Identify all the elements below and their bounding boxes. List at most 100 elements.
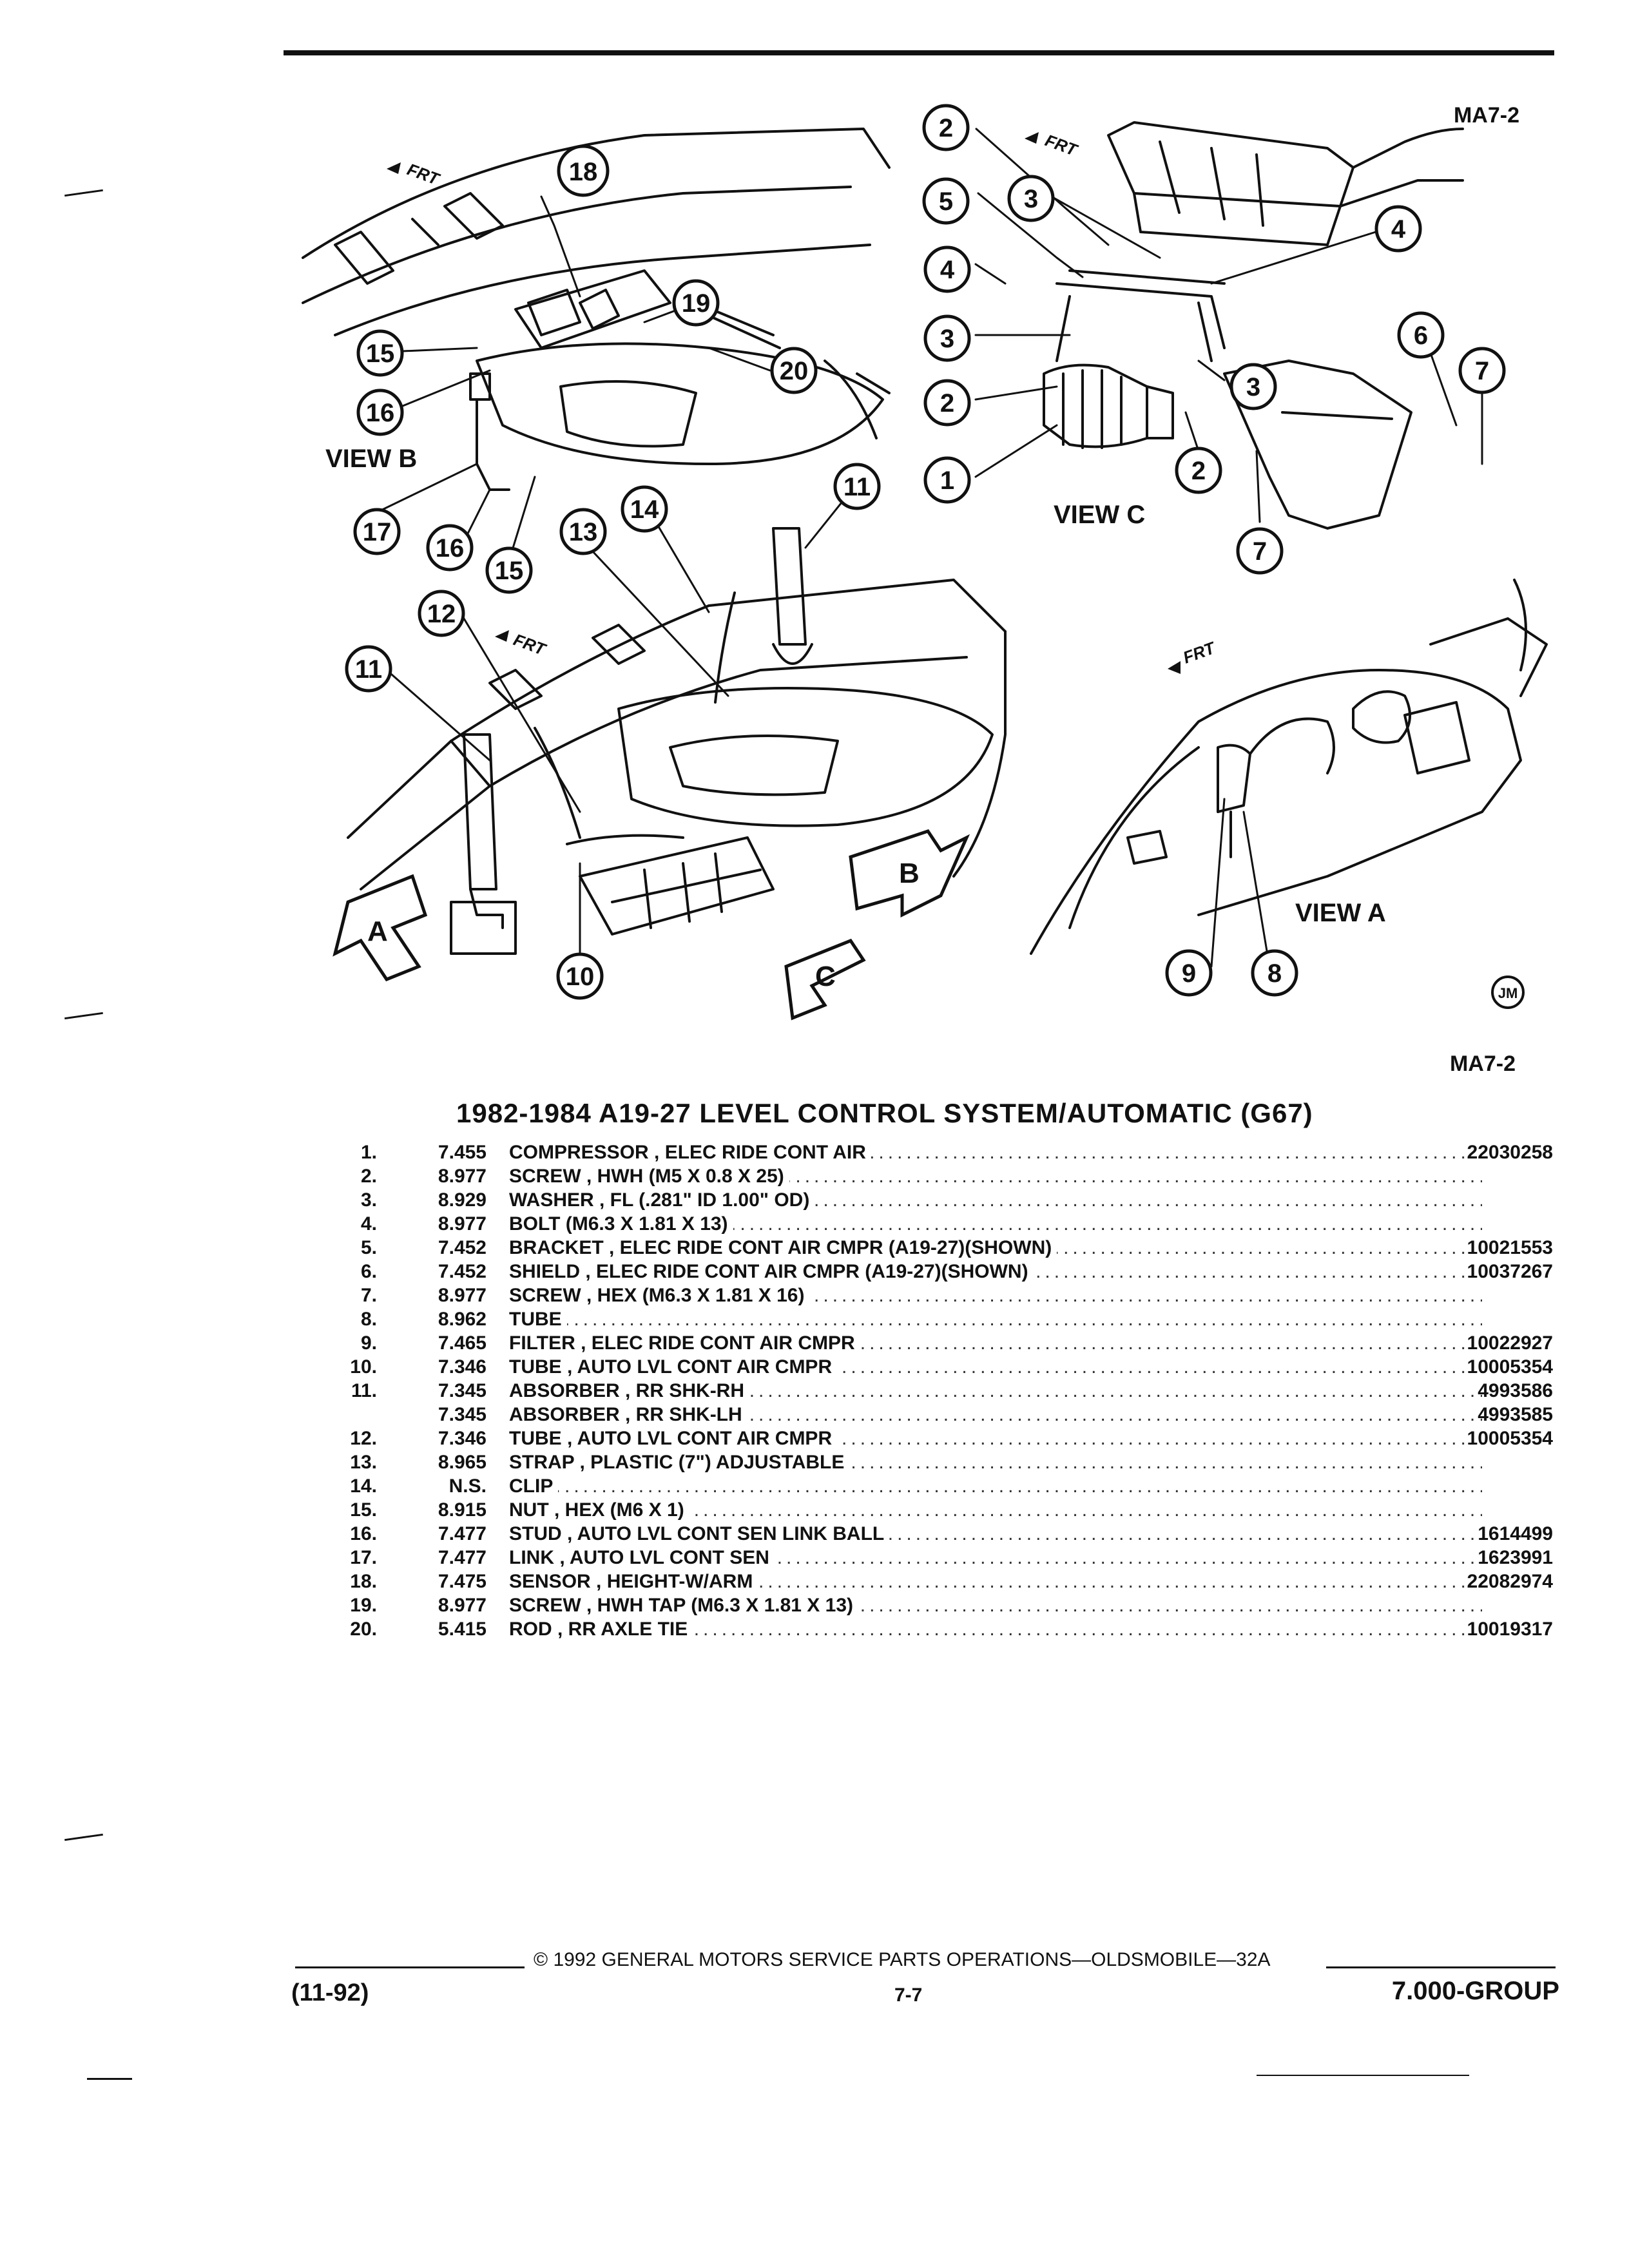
svg-text:8: 8: [1268, 959, 1282, 988]
svg-text:20: 20: [780, 357, 809, 385]
svg-text:2: 2: [939, 114, 953, 142]
callout-4-right: 4: [1374, 205, 1422, 253]
parts-row: 1.7.455.................................…: [335, 1140, 1559, 1164]
part-description: LINK , AUTO LVL CONT SEN: [509, 1547, 775, 1568]
svg-text:16: 16: [366, 399, 395, 427]
description-cell: ........................................…: [509, 1283, 1482, 1307]
frt-labels: FRT FRT FRT FRT: [405, 130, 1219, 667]
callout-6: 6: [1397, 311, 1445, 359]
frt-label-view-a: FRT: [1181, 638, 1219, 668]
view-letter-c: C: [815, 961, 836, 992]
part-description: STRAP , PLASTIC (7") ADJUSTABLE: [509, 1452, 850, 1473]
part-description: STUD , AUTO LVL CONT SEN LINK BALL: [509, 1523, 890, 1544]
description-cell: ........................................…: [509, 1236, 1482, 1260]
description-cell: ........................................…: [509, 1140, 1482, 1164]
svg-text:11: 11: [843, 473, 871, 501]
frt-label-view-c: FRT: [1043, 130, 1081, 160]
frt-label-view-b: FRT: [405, 159, 443, 189]
description-cell: ........................................…: [509, 1427, 1482, 1450]
item-number: 10.: [350, 1356, 377, 1378]
item-number: 14.: [350, 1475, 377, 1497]
part-description: SHIELD , ELEC RIDE CONT AIR CMPR (A19-27…: [509, 1261, 1034, 1282]
svg-text:5: 5: [939, 187, 953, 216]
footer-rule-right: [1326, 1966, 1556, 1968]
footer-rule-left: [295, 1966, 525, 1968]
description-cell: ........................................…: [509, 1307, 1482, 1331]
svg-text:7: 7: [1475, 357, 1489, 385]
parts-row: 4.8.977.................................…: [335, 1212, 1559, 1236]
figure-code-top: MA7-2: [1453, 103, 1519, 128]
parts-row: 10.7.346................................…: [335, 1355, 1559, 1379]
callout-7-bottom: 7: [1236, 527, 1284, 575]
item-number: 18.: [350, 1571, 377, 1592]
part-description: ABSORBER , RR SHK-RH: [509, 1380, 750, 1401]
group-number: 8.962: [438, 1309, 487, 1330]
view-a-label: VIEW A: [1295, 899, 1386, 927]
group-number: 8.977: [438, 1285, 487, 1306]
item-number: 2.: [360, 1166, 377, 1187]
parts-row: 9. 7.465.................................…: [335, 1331, 1559, 1355]
part-description: BRACKET , ELEC RIDE CONT AIR CMPR (A19-2…: [509, 1237, 1057, 1258]
leader-dots: ........................................…: [509, 1309, 1482, 1330]
parts-row: 11.7.345................................…: [335, 1379, 1559, 1403]
description-cell: ........................................…: [509, 1522, 1482, 1546]
parts-row: 17.7.477................................…: [335, 1546, 1559, 1570]
view-b-illustration: [302, 128, 891, 491]
parts-row: 20.5.415................................…: [335, 1617, 1559, 1641]
callouts: 18 19 20 15 16 17 16 15 14 13 11 12 11 1…: [345, 104, 1506, 1000]
description-cell: ........................................…: [509, 1450, 1482, 1474]
callout-2-right: 2: [1175, 447, 1222, 494]
margin-mark: [1257, 2075, 1469, 2076]
description-cell: ........................................…: [509, 1593, 1482, 1617]
view-c-label: VIEW C: [1054, 501, 1145, 529]
svg-text:7: 7: [1253, 537, 1267, 566]
item-number: 9.: [360, 1332, 377, 1354]
parts-row: 8.8.962.................................…: [335, 1307, 1559, 1331]
item-number: 1.: [360, 1142, 377, 1163]
callout-12: 12: [418, 590, 465, 637]
parts-row: 18.7.475................................…: [335, 1570, 1559, 1593]
description-cell: ........................................…: [509, 1474, 1482, 1498]
header-rule: [284, 50, 1554, 55]
svg-text:18: 18: [569, 158, 598, 186]
callout-16-bottom: 16: [426, 524, 474, 572]
description-cell: ........................................…: [509, 1546, 1482, 1570]
callout-8: 8: [1251, 949, 1298, 997]
margin-mark: [64, 1833, 103, 1841]
description-cell: ........................................…: [509, 1498, 1482, 1522]
footer-page-number: 7-7: [894, 1984, 923, 2006]
view-b-label: VIEW B: [325, 445, 417, 473]
description-cell: ........................................…: [509, 1403, 1482, 1427]
part-number: 1623991: [1478, 1547, 1553, 1568]
description-cell: ........................................…: [509, 1331, 1482, 1355]
part-description: NUT , HEX (M6 X 1): [509, 1499, 689, 1521]
group-number: 7.477: [438, 1523, 487, 1544]
description-cell: ........................................…: [509, 1188, 1482, 1212]
callout-11-left: 11: [345, 645, 392, 693]
part-number: 1614499: [1478, 1523, 1553, 1544]
view-arrows: [333, 829, 970, 1021]
parts-row: 13.8.965................................…: [335, 1450, 1559, 1474]
callout-7-right: 7: [1458, 347, 1506, 394]
group-number: 8.915: [438, 1499, 487, 1521]
footer-copyright: © 1992 GENERAL MOTORS SERVICE PARTS OPER…: [534, 1949, 1271, 1970]
group-number: 7.465: [438, 1332, 487, 1354]
parts-row: 16.7.477................................…: [335, 1522, 1559, 1546]
callout-10: 10: [556, 952, 604, 1000]
callout-17: 17: [353, 508, 401, 555]
parts-row: 14.N.S..................................…: [335, 1474, 1559, 1498]
description-cell: ........................................…: [509, 1570, 1482, 1593]
callout-18: 18: [557, 144, 610, 197]
view-a-illustration: [1030, 579, 1548, 955]
callout-2-left: 2: [923, 379, 971, 427]
callout-19: 19: [672, 279, 720, 327]
svg-text:17: 17: [363, 518, 392, 546]
group-number: 7.477: [438, 1547, 487, 1568]
footer-group: 7.000-GROUP: [1391, 1977, 1559, 2005]
callout-13: 13: [559, 508, 607, 555]
svg-text:6: 6: [1414, 322, 1428, 350]
svg-text:10: 10: [566, 963, 595, 991]
svg-text:9: 9: [1182, 959, 1196, 988]
item-number: 5.: [360, 1237, 377, 1258]
item-number: 4.: [360, 1213, 377, 1235]
